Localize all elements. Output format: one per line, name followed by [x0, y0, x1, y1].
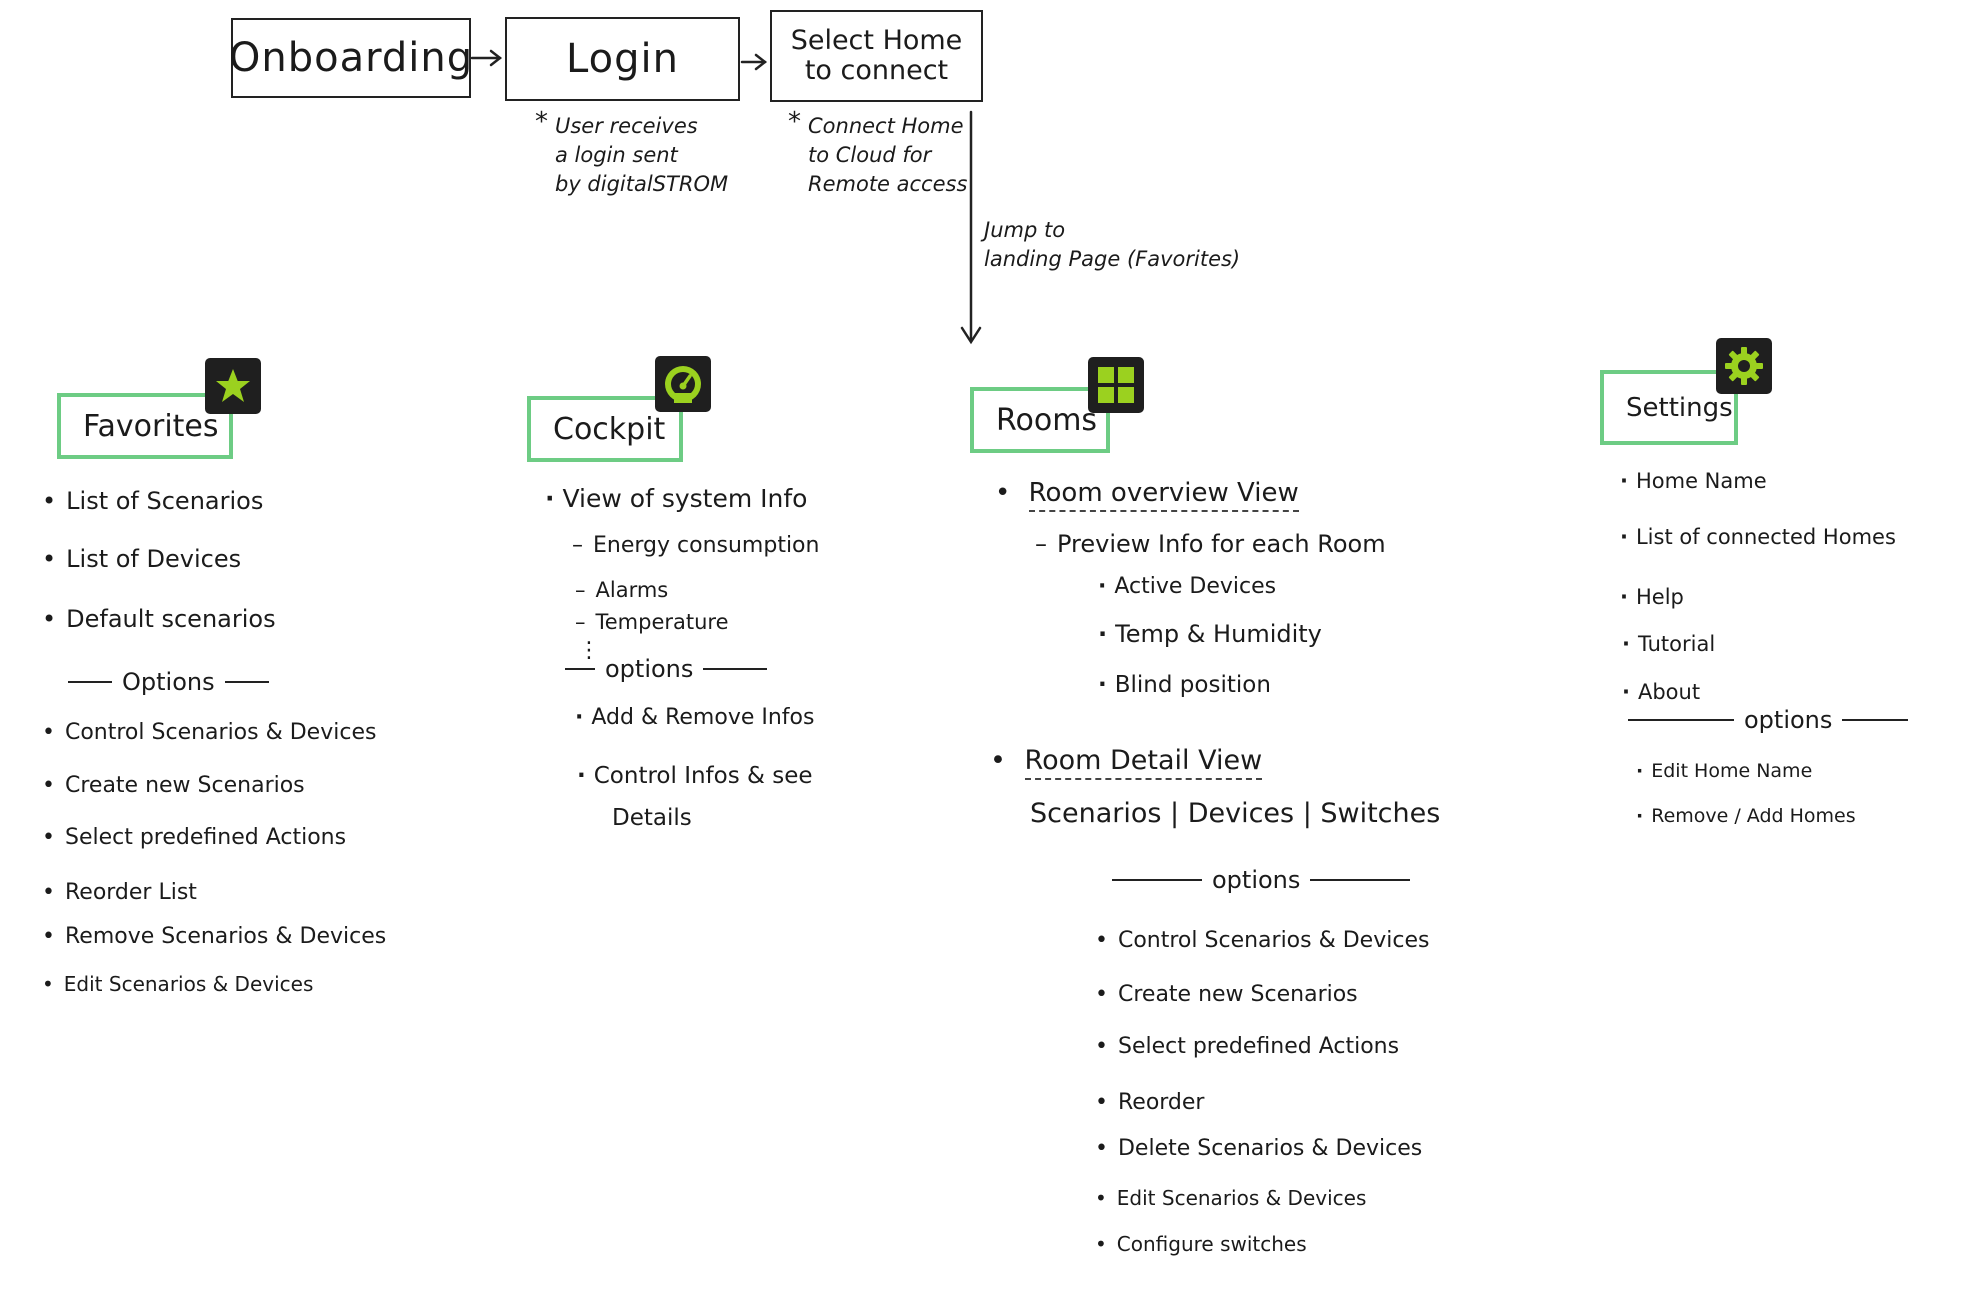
select-home-line2: to connect: [804, 55, 949, 86]
grid-icon: [1098, 367, 1134, 403]
login-note-line: a login sent: [555, 143, 678, 167]
select-home-box: Select Home to connect: [770, 10, 983, 102]
cockpit-badge: [655, 356, 711, 412]
login-note-line: by digitalSTROM: [555, 172, 729, 196]
select-note-line: to Cloud for: [808, 143, 932, 167]
cockpit-title: Cockpit: [553, 411, 666, 447]
rooms-title: Rooms: [996, 402, 1098, 438]
select-home-note: * Connect Home to Cloud for Remote acces…: [788, 108, 968, 199]
rooms-badge: [1088, 357, 1144, 413]
cockpit-subitem: Alarms: [575, 578, 669, 602]
settings-item: About: [1622, 680, 1700, 704]
select-note-line: Remote access: [808, 172, 968, 196]
cockpit-option: Add & Remove Infos: [575, 705, 814, 730]
asterisk-icon: *: [788, 107, 801, 137]
rooms-preview-item: Active Devices: [1098, 574, 1276, 599]
favorites-options-label: Options: [122, 668, 215, 696]
cockpit-subitem: Energy consumption: [572, 533, 819, 558]
gear-icon: [1725, 347, 1763, 385]
settings-box: Settings: [1600, 370, 1738, 445]
jump-note-line: landing Page (Favorites): [984, 247, 1241, 271]
cockpit-item: View of system Info: [545, 484, 808, 513]
rooms-option: Delete Scenarios & Devices: [1095, 1136, 1422, 1161]
settings-item: Help: [1620, 585, 1684, 609]
favorites-option: Remove Scenarios & Devices: [42, 924, 386, 949]
settings-options-divider: options: [1628, 706, 1909, 734]
rooms-preview: Preview Info for each Room: [1035, 530, 1386, 558]
rooms-option: Control Scenarios & Devices: [1095, 928, 1429, 953]
favorites-item: Default scenarios: [42, 605, 275, 633]
jump-note: Jump to landing Page (Favorites): [984, 216, 1240, 274]
settings-title: Settings: [1626, 392, 1733, 423]
favorites-item: List of Devices: [42, 545, 241, 573]
rooms-detail: Room Detail View: [990, 745, 1263, 780]
onboarding-box: Onboarding: [228, 18, 474, 98]
rooms-option: Create new Scenarios: [1095, 982, 1358, 1007]
gauge-icon: [665, 366, 701, 403]
favorites-title: Favorites: [83, 408, 219, 444]
jump-note-line: Jump to: [984, 218, 1066, 242]
cockpit-option-cont: Details: [612, 805, 692, 831]
favorites-options-divider: Options: [68, 668, 269, 696]
login-note: * User receives a login sent by digitalS…: [535, 108, 729, 199]
cockpit-options-label: options: [605, 655, 694, 683]
rooms-option: Configure switches: [1095, 1232, 1307, 1256]
login-box: Login: [505, 17, 740, 101]
login-note-line: User receives: [555, 114, 698, 138]
rooms-options-divider: options: [1112, 866, 1411, 894]
rooms-options-label: options: [1212, 866, 1301, 894]
settings-item: Home Name: [1620, 469, 1767, 493]
login-label: Login: [566, 36, 679, 82]
rooms-option: Edit Scenarios & Devices: [1095, 1186, 1367, 1210]
rooms-detail-tabs: Scenarios | Devices | Switches: [1030, 798, 1441, 829]
rooms-option: Select predefined Actions: [1095, 1034, 1399, 1059]
rooms-option: Reorder: [1095, 1090, 1205, 1115]
cockpit-option: Control Infos & see: [577, 763, 813, 789]
settings-option: Edit Home Name: [1636, 760, 1812, 782]
select-note-line: Connect Home: [808, 114, 964, 138]
favorites-item: List of Scenarios: [42, 487, 263, 515]
rooms-overview: Room overview View: [995, 478, 1299, 512]
settings-item: List of connected Homes: [1620, 525, 1896, 549]
cockpit-ellipsis: ⋮: [578, 638, 600, 663]
star-icon: [216, 369, 250, 402]
settings-option: Remove / Add Homes: [1636, 805, 1855, 827]
favorites-box: Favorites: [57, 393, 233, 459]
rooms-preview-item: Blind position: [1098, 672, 1271, 698]
asterisk-icon: *: [535, 107, 548, 137]
favorites-option: Reorder List: [42, 880, 197, 905]
favorites-option: Select predefined Actions: [42, 825, 346, 850]
favorites-option: Control Scenarios & Devices: [42, 720, 376, 745]
rooms-preview-item: Temp & Humidity: [1098, 620, 1322, 648]
settings-options-label: options: [1744, 706, 1833, 734]
settings-badge: [1716, 338, 1772, 394]
settings-item: Tutorial: [1622, 632, 1715, 656]
rooms-overview-label: Room overview View: [1028, 478, 1299, 512]
favorites-badge: [205, 358, 261, 414]
select-home-line1: Select Home: [790, 25, 963, 56]
onboarding-label: Onboarding: [228, 35, 474, 81]
cockpit-subitem: Temperature: [575, 610, 729, 634]
favorites-option: Edit Scenarios & Devices: [42, 972, 314, 996]
cockpit-options-divider: options: [565, 655, 768, 683]
rooms-box: Rooms: [970, 387, 1110, 453]
favorites-option: Create new Scenarios: [42, 773, 305, 798]
rooms-detail-label: Room Detail View: [1024, 745, 1263, 780]
